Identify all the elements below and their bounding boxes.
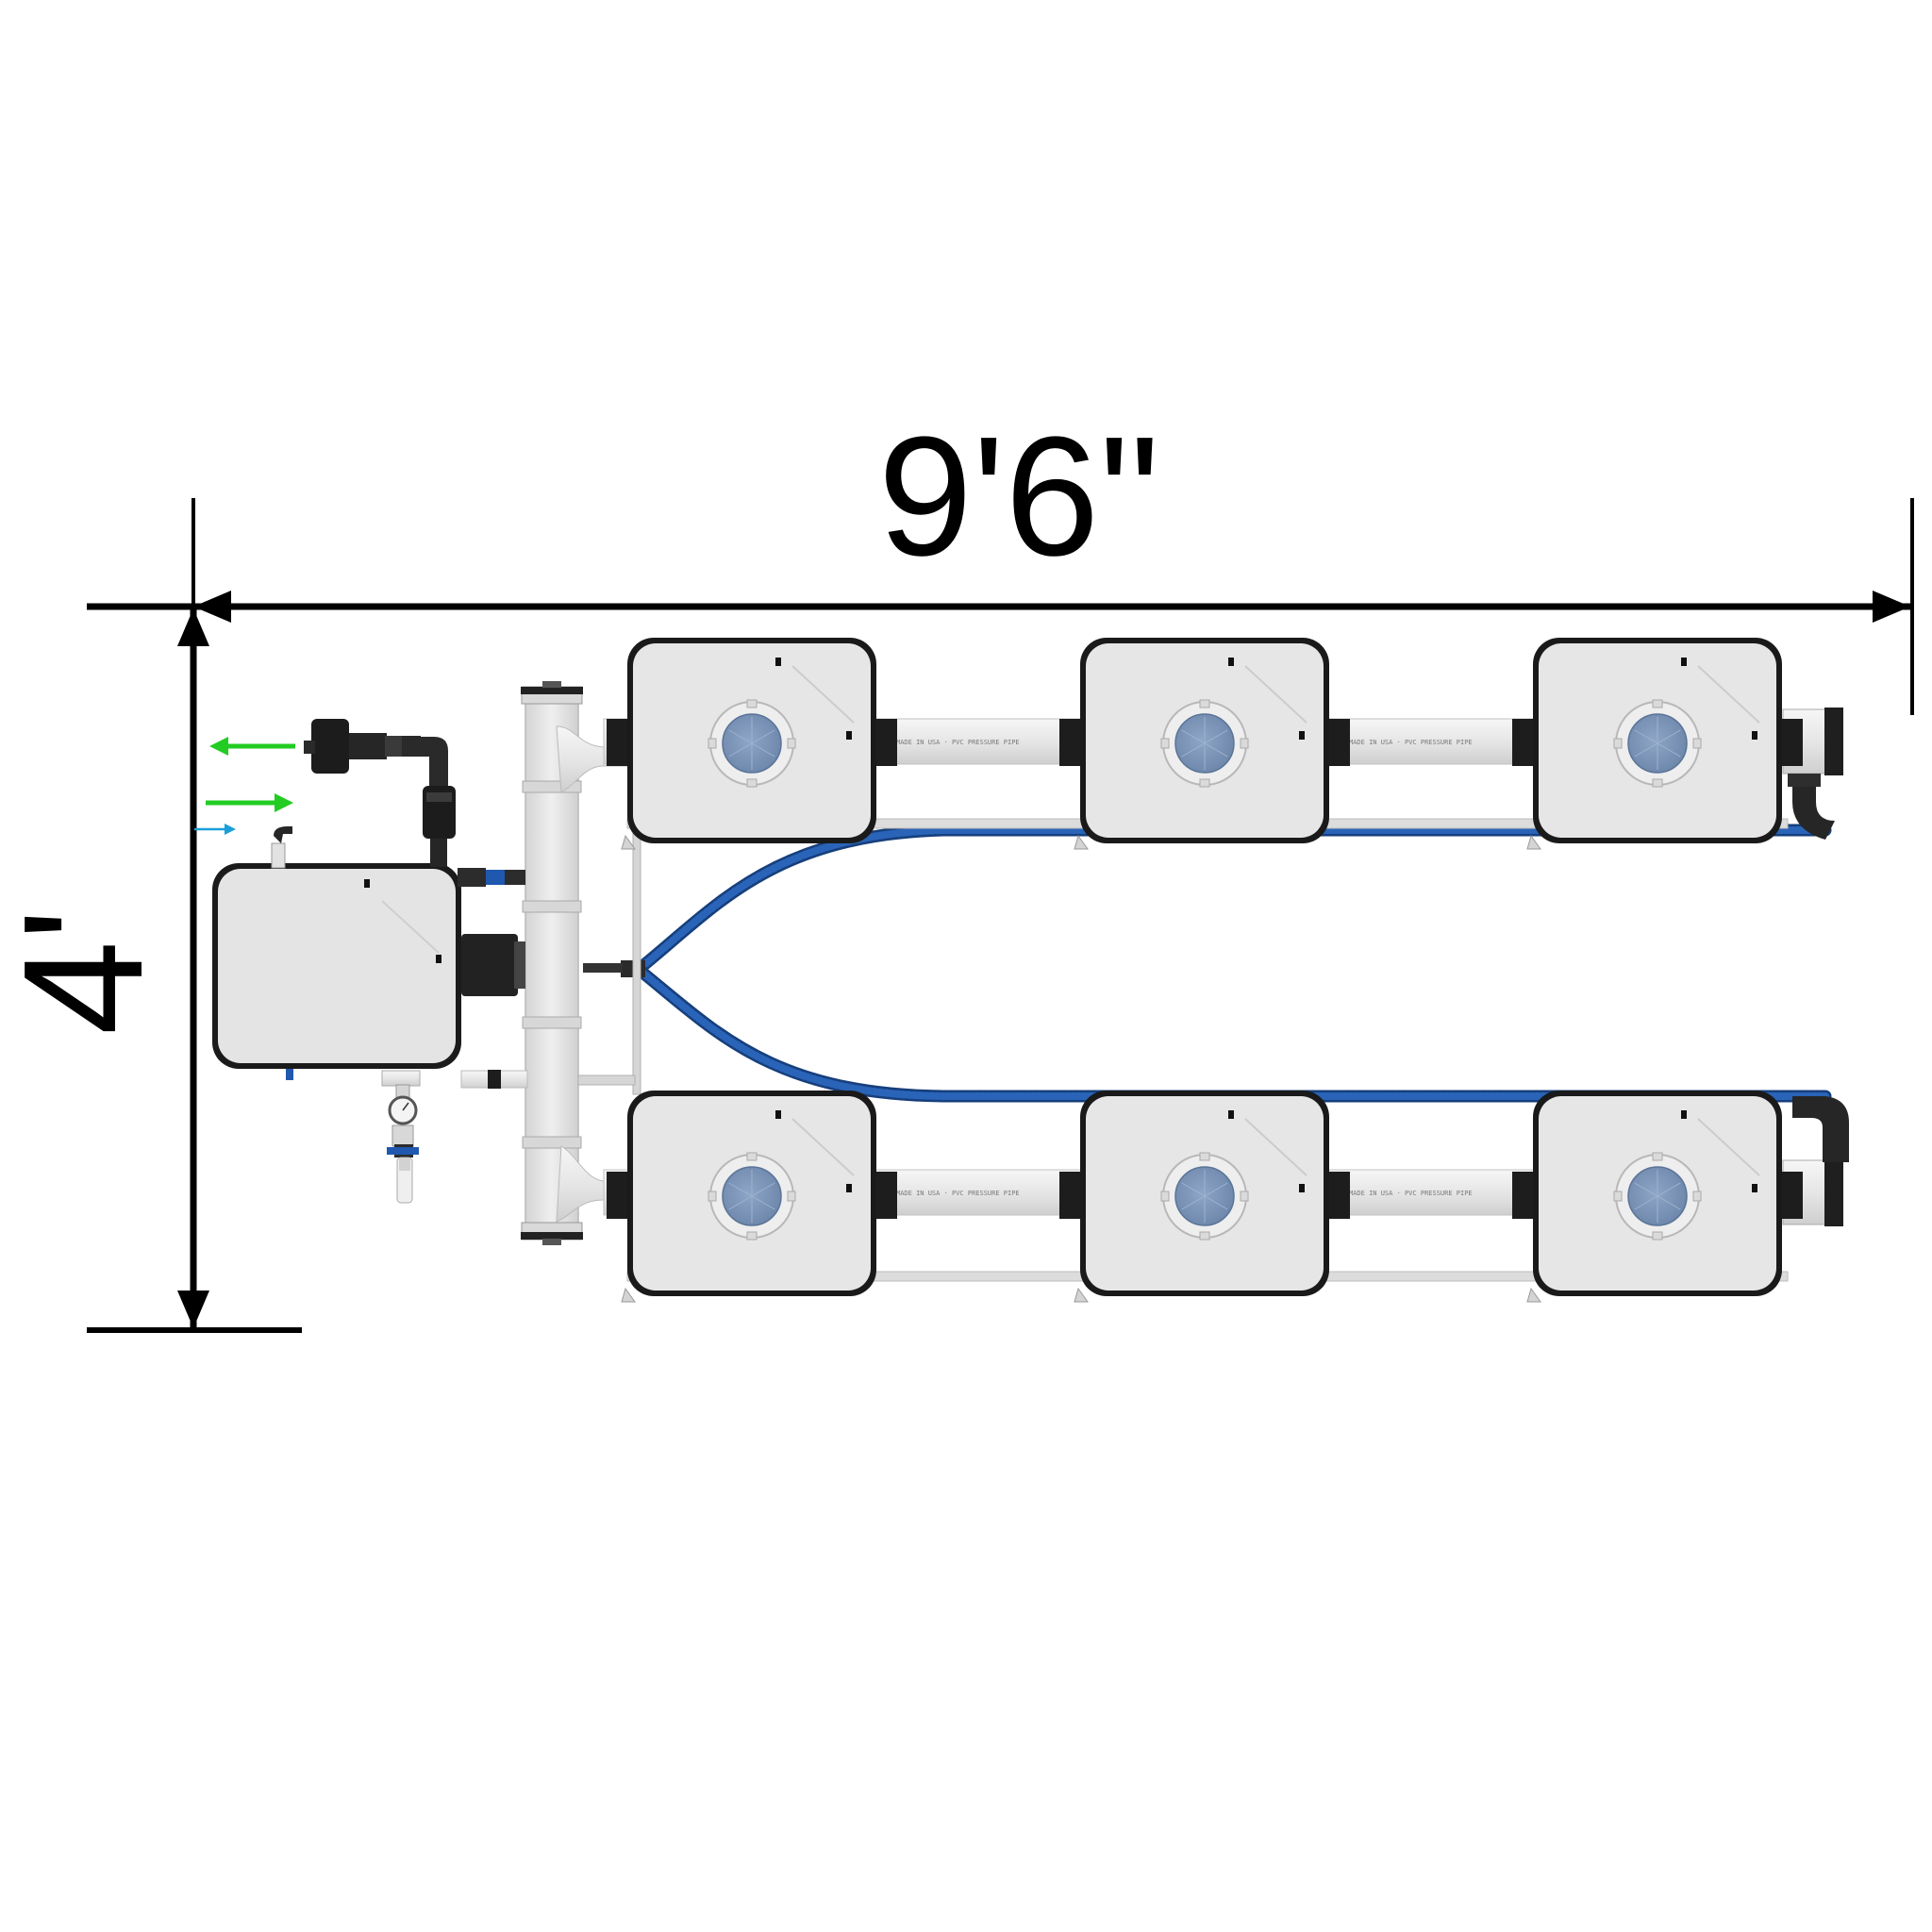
drain-hoses [583,824,1832,1103]
lid-marker-icon [1228,1110,1234,1119]
dimension-height: 4' [0,605,302,1333]
controller-latch-icon [436,955,441,963]
lid-marker-icon [1228,658,1234,666]
grow-site-bucket-top-1[interactable] [607,638,897,850]
lid-marker-icon [775,658,781,666]
bulkhead-fitting [1512,1172,1533,1219]
latch-icon [1752,1184,1757,1192]
blue-arrow-in-icon [194,824,236,835]
lid-marker-icon [775,1110,781,1119]
green-arrow-out-icon [209,737,295,756]
arrowhead-left-icon [193,591,231,623]
valve-handle-icon[interactable] [387,1147,419,1155]
latch-icon [846,731,852,740]
latch-icon [1299,731,1305,740]
manifold-clamp-bottom [521,1232,583,1240]
bulkhead-fitting [876,719,897,766]
controller-bucket[interactable] [212,863,528,1089]
bulkhead-fitting [1059,1172,1080,1219]
grow-site-bucket-bottom-1[interactable] [607,1091,897,1303]
manifold-clamp-top [521,687,583,694]
bulkhead-fitting [876,1172,897,1219]
manifold-pipe [521,681,641,1245]
grow-site-bucket-bottom-3[interactable] [1512,1091,1803,1303]
top-row-endcap [1824,708,1843,775]
dimension-width: 9'6" [87,402,1914,715]
arrowhead-down-icon [177,1291,209,1328]
bottom-row-endcap [1824,1158,1843,1226]
bulkhead-fitting [607,1172,627,1219]
grow-site-bucket-top-2[interactable] [1059,638,1350,850]
lid-marker-icon [1681,658,1687,666]
width-dimension-label: 9'6" [878,402,1159,591]
flow-arrows [194,737,295,835]
bulkhead-fitting [1329,1172,1350,1219]
arrowhead-up-icon [177,608,209,646]
bulkhead-fitting [607,719,627,766]
pump-assembly[interactable] [271,719,456,869]
grow-site-bucket-bottom-2[interactable] [1059,1091,1350,1303]
grow-sites [607,638,1803,1303]
pump-body [311,719,349,774]
pipe-marking-top-1: MADE IN USA · PVC PRESSURE PIPE [896,739,1020,746]
lid-marker-icon [1681,1110,1687,1119]
bulkhead-fitting [1059,719,1080,766]
bulkhead-fitting [1512,719,1533,766]
bulkhead-fitting [1782,1172,1803,1219]
pipe-marking-bottom-2: MADE IN USA · PVC PRESSURE PIPE [1349,1190,1473,1197]
grow-site-bucket-top-3[interactable] [1512,638,1803,850]
bulkhead-fitting [1329,719,1350,766]
pipe-marking-bottom-1: MADE IN USA · PVC PRESSURE PIPE [896,1190,1020,1197]
latch-icon [846,1184,852,1192]
drain-valve-assembly[interactable] [381,1070,421,1204]
latch-icon [1752,731,1757,740]
height-dimension-label: 4' [0,908,178,1035]
controller-lid-marker-icon [364,879,370,888]
green-arrow-in-icon [206,793,293,812]
latch-icon [1299,1184,1305,1192]
arrowhead-right-icon [1873,591,1910,623]
pipe-marking-top-2: MADE IN USA · PVC PRESSURE PIPE [1349,739,1473,746]
bulkhead-fitting [1782,719,1803,766]
